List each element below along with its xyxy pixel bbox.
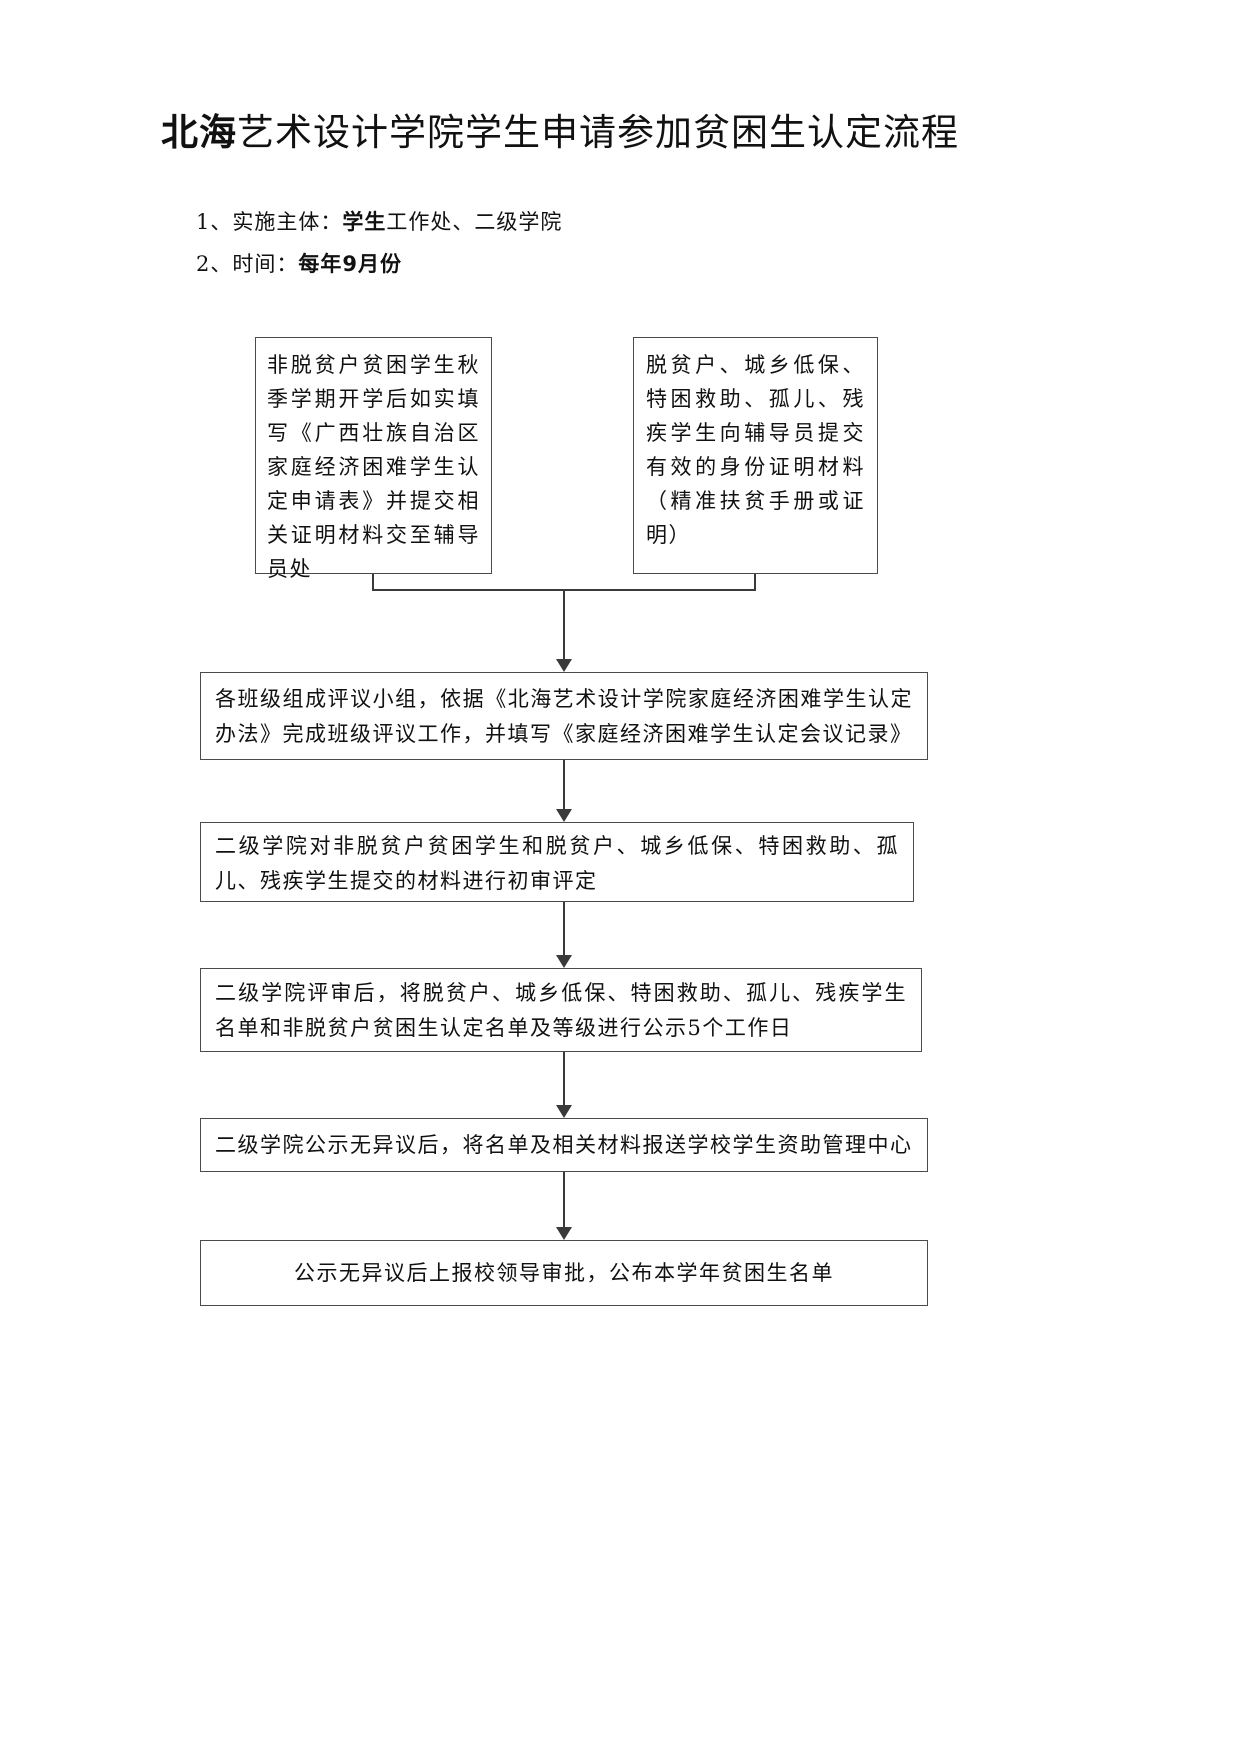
flow-box-poverty-household-students: 脱贫户、城乡低保、特困救助、孤儿、残疾学生向辅导员提交有效的身份证明材料（精准扶… (633, 337, 878, 574)
arrow-down-icon (556, 809, 572, 822)
connector-stem-3 (563, 902, 565, 956)
flow-box-college-preliminary-review: 二级学院对非脱贫户贫困学生和脱贫户、城乡低保、特困救助、孤儿、残疾学生提交的材料… (200, 822, 914, 902)
note-implementation-body: 1、实施主体：学生工作处、二级学院 (196, 206, 562, 236)
page-title: 北海艺术设计学院学生申请参加贫困生认定流程 (0, 102, 1120, 156)
flow-box-class-review-group: 各班级组成评议小组，依据《北海艺术设计学院家庭经济困难学生认定办法》完成班级评议… (200, 672, 928, 760)
note1-prefix: 1、实施主体： (196, 210, 343, 234)
flow-box-final-approval-text: 公示无异议后上报校领导审批，公布本学年贫困生名单 (294, 1261, 834, 1285)
page-title-bold-part: 北海 (161, 111, 237, 154)
note1-bold: 学生 (342, 210, 387, 234)
connector-stem-1 (563, 589, 565, 659)
flow-box-submit-to-aid-center-text: 二级学院公示无异议后，将名单及相关材料报送学校学生资助管理中心 (215, 1133, 913, 1157)
arrow-down-icon (556, 955, 572, 968)
flow-box-publicity-five-days: 二级学院评审后，将脱贫户、城乡低保、特困救助、孤儿、残疾学生名单和非脱贫户贫困生… (200, 968, 922, 1052)
flow-box-submit-to-aid-center: 二级学院公示无异议后，将名单及相关材料报送学校学生资助管理中心 (200, 1118, 928, 1172)
note1-suffix: 工作处、二级学院 (386, 210, 563, 234)
page-title-rest-part: 艺术设计学院学生申请参加贫困生认定流程 (237, 111, 959, 154)
arrow-down-icon (556, 1227, 572, 1240)
connector-stem-5 (563, 1172, 565, 1228)
flow-box-final-approval: 公示无异议后上报校领导审批，公布本学年贫困生名单 (200, 1240, 928, 1306)
note2-bold: 每年9月份 (298, 252, 402, 276)
connector-stub-left (372, 574, 374, 591)
connector-stem-4 (563, 1052, 565, 1106)
arrow-down-icon (556, 1105, 572, 1118)
flow-box-non-poverty-household-students: 非脱贫户贫困学生秋季学期开学后如实填写《广西壮族自治区家庭经济困难学生认定申请表… (255, 337, 492, 581)
connector-stem-2 (563, 760, 565, 810)
note2-prefix: 2、时间： (196, 252, 299, 276)
connector-stub-right (754, 574, 756, 591)
note-time: 2、时间：每年9月份 (196, 248, 402, 278)
arrow-down-icon (556, 659, 572, 672)
